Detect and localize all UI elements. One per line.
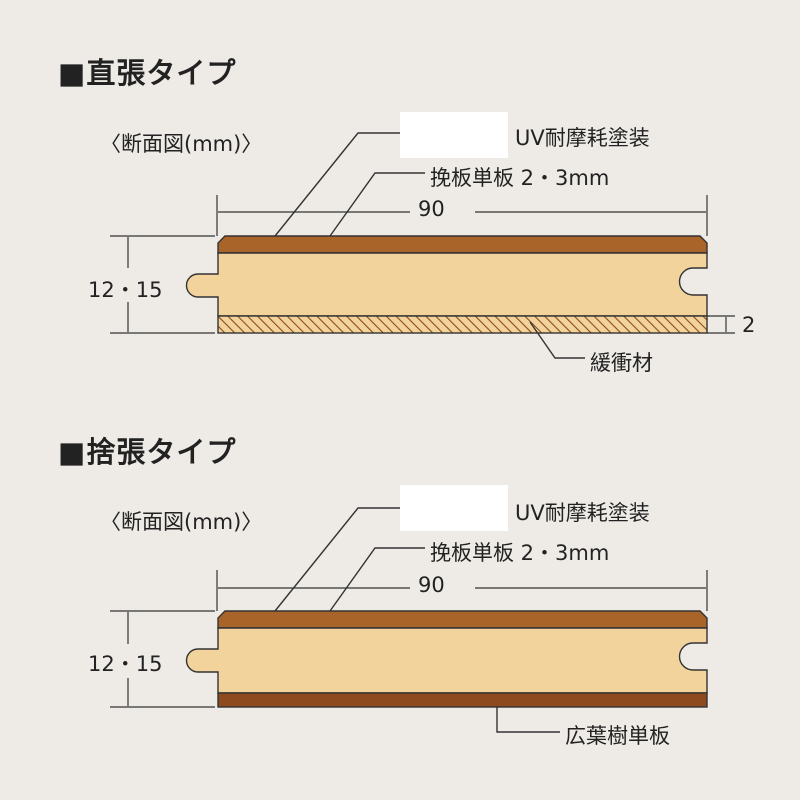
veneer-label: 挽板単板 2・3mm	[430, 166, 610, 190]
veneer-leader-line	[329, 172, 425, 237]
cushion-layer	[217, 315, 708, 334]
hardwood-backing-layer	[217, 692, 708, 708]
direct-type-cross-section	[110, 132, 735, 359]
hardwood-veneer-label: 広葉樹単板	[565, 724, 670, 748]
section-title-direct: ■直張タイプ	[58, 56, 237, 90]
backing-leader-line	[496, 707, 560, 733]
cushion-thickness-label: 2	[742, 313, 756, 337]
height-dimension-label: 12・15	[88, 652, 163, 676]
cushion-leader-line	[529, 321, 585, 359]
cushion-material-label: 緩衝材	[590, 351, 653, 375]
width-dimension-label: 90	[418, 573, 445, 597]
cross-section-subtitle: 〈断面図(mm)〉	[100, 510, 263, 534]
veneer-label: 挽板単板 2・3mm	[430, 541, 610, 565]
width-dimension-label: 90	[418, 197, 445, 221]
blank-image-box	[400, 112, 508, 158]
plywood-core	[185, 252, 708, 317]
uv-coating-label: UV耐摩耗塗装	[515, 126, 650, 150]
cross-section-subtitle: 〈断面図(mm)〉	[100, 132, 263, 156]
blank-image-box	[400, 485, 508, 531]
section-title-subfloor: ■捨張タイプ	[58, 435, 237, 469]
uv-coating-label: UV耐摩耗塗装	[515, 501, 650, 525]
veneer-layer	[217, 235, 708, 254]
subfloor-type-cross-section	[110, 507, 708, 733]
uv-leader-line	[274, 507, 400, 612]
plywood-core	[185, 627, 708, 694]
uv-leader-line	[274, 132, 400, 237]
height-dimension-label: 12・15	[88, 278, 163, 302]
veneer-leader-line	[329, 547, 425, 612]
veneer-layer	[217, 610, 708, 629]
